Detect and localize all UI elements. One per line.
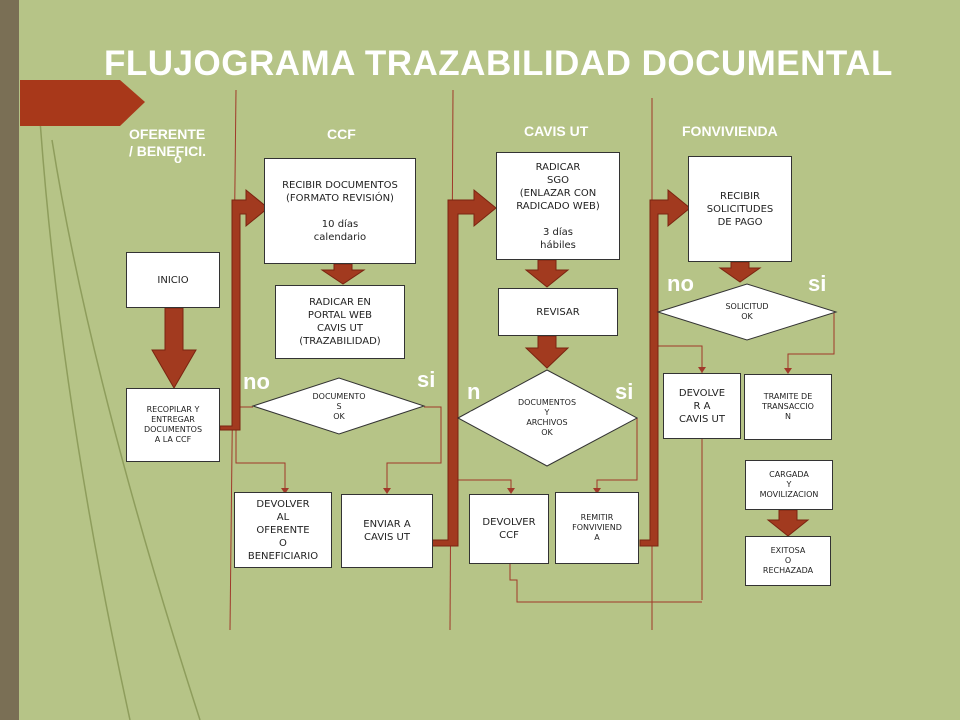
arrowhead-no2 <box>507 488 515 494</box>
arrow-revisar-docsok <box>524 335 570 369</box>
connector-si1 <box>386 406 442 490</box>
decision-no-1: no <box>243 369 270 394</box>
decision-si-2: si <box>615 379 634 404</box>
arrow-recopilar-recibir <box>219 188 269 431</box>
lane-oferente-suffix: o <box>174 151 182 166</box>
arrow-enviar-radicarsgo <box>431 188 497 547</box>
node-radicar-portal: RADICAR EN PORTAL WEB CAVIS UT (TRAZABIL… <box>275 285 405 359</box>
page-title: FLUJOGRAMA TRAZABILIDAD DOCUMENTAL <box>104 44 893 83</box>
decision-si-1: si <box>417 367 436 392</box>
decision-no-2: n o <box>467 379 481 428</box>
title-arrow-decoration <box>20 80 145 126</box>
label-documentos-ok: DOCUMENTO S OK <box>312 392 366 421</box>
sidebar-strip <box>0 0 19 720</box>
connector-no3 <box>657 312 703 600</box>
decision-si-3: si <box>808 271 827 296</box>
lane-cavis: CAVIS UT <box>524 123 589 139</box>
node-tramite: TRAMITE DE TRANSACCIO N <box>744 374 832 440</box>
arrow-recibir-radicar <box>320 263 366 285</box>
arrow-cargada-exitosa <box>766 509 810 537</box>
arrow-radicarsgo-revisar <box>524 259 570 288</box>
connector-devolver-ccf <box>509 562 702 603</box>
arrow-remitir-recibirsol <box>639 188 691 547</box>
node-recibir-solicitudes: RECIBIR SOLICITUDES DE PAGO <box>688 156 792 262</box>
lane-ccf: CCF <box>327 126 356 142</box>
arrow-inicio-recopilar <box>151 307 197 389</box>
arrowhead-si2 <box>593 488 601 494</box>
label-solicitud-ok: SOLICITUD OK <box>725 302 769 321</box>
node-recopilar: RECOPILAR Y ENTREGAR DOCUMENTOS A LA CCF <box>126 388 220 462</box>
arrowhead-si3 <box>784 368 792 374</box>
lane-fonvivienda: FONVIVIENDA <box>682 123 778 139</box>
arrowhead-no1 <box>281 488 289 494</box>
node-revisar: REVISAR <box>498 288 618 336</box>
label-docs-archivos-ok: DOCUMENTOS Y ARCHIVOS OK <box>517 398 577 437</box>
diamond-documentos-ok <box>251 377 426 435</box>
node-exitosa: EXITOSA O RECHAZADA <box>745 536 831 586</box>
node-cargada: CARGADA Y MOVILIZACION <box>745 460 833 510</box>
node-remitir-fonvivienda: REMITIR FONVIVIEND A <box>555 492 639 564</box>
diamond-solicitud-ok <box>656 283 838 341</box>
node-recibir-documentos: RECIBIR DOCUMENTOS (FORMATO REVISIÓN) 10… <box>264 158 416 264</box>
node-enviar-cavis: ENVIAR A CAVIS UT <box>341 494 433 568</box>
connector-si3 <box>787 312 835 370</box>
arrowhead-no3 <box>698 367 706 373</box>
diamond-docs-archivos-ok <box>456 369 639 467</box>
decision-no-3: no <box>667 271 694 296</box>
lane-oferente-label: OFERENTE / BENEFICI. <box>129 126 207 159</box>
lane-oferente: OFERENTE / BENEFICI. <box>129 126 206 160</box>
node-devolver-cavis: DEVOLVE R A CAVIS UT <box>663 373 741 439</box>
node-inicio: INICIO <box>126 252 220 308</box>
connector-no1 <box>235 406 286 490</box>
arrow-recibirsol-solicitud <box>718 261 762 283</box>
node-radicar-sgo: RADICAR SGO (ENLAZAR CON RADICADO WEB) 3… <box>496 152 620 260</box>
connector-si2 <box>596 418 638 490</box>
node-devolver-oferente: DEVOLVER AL OFERENTE O BENEFICIARIO <box>234 492 332 568</box>
node-devolver-ccf: DEVOLVER CCF <box>469 494 549 564</box>
arrowhead-si1 <box>383 488 391 494</box>
